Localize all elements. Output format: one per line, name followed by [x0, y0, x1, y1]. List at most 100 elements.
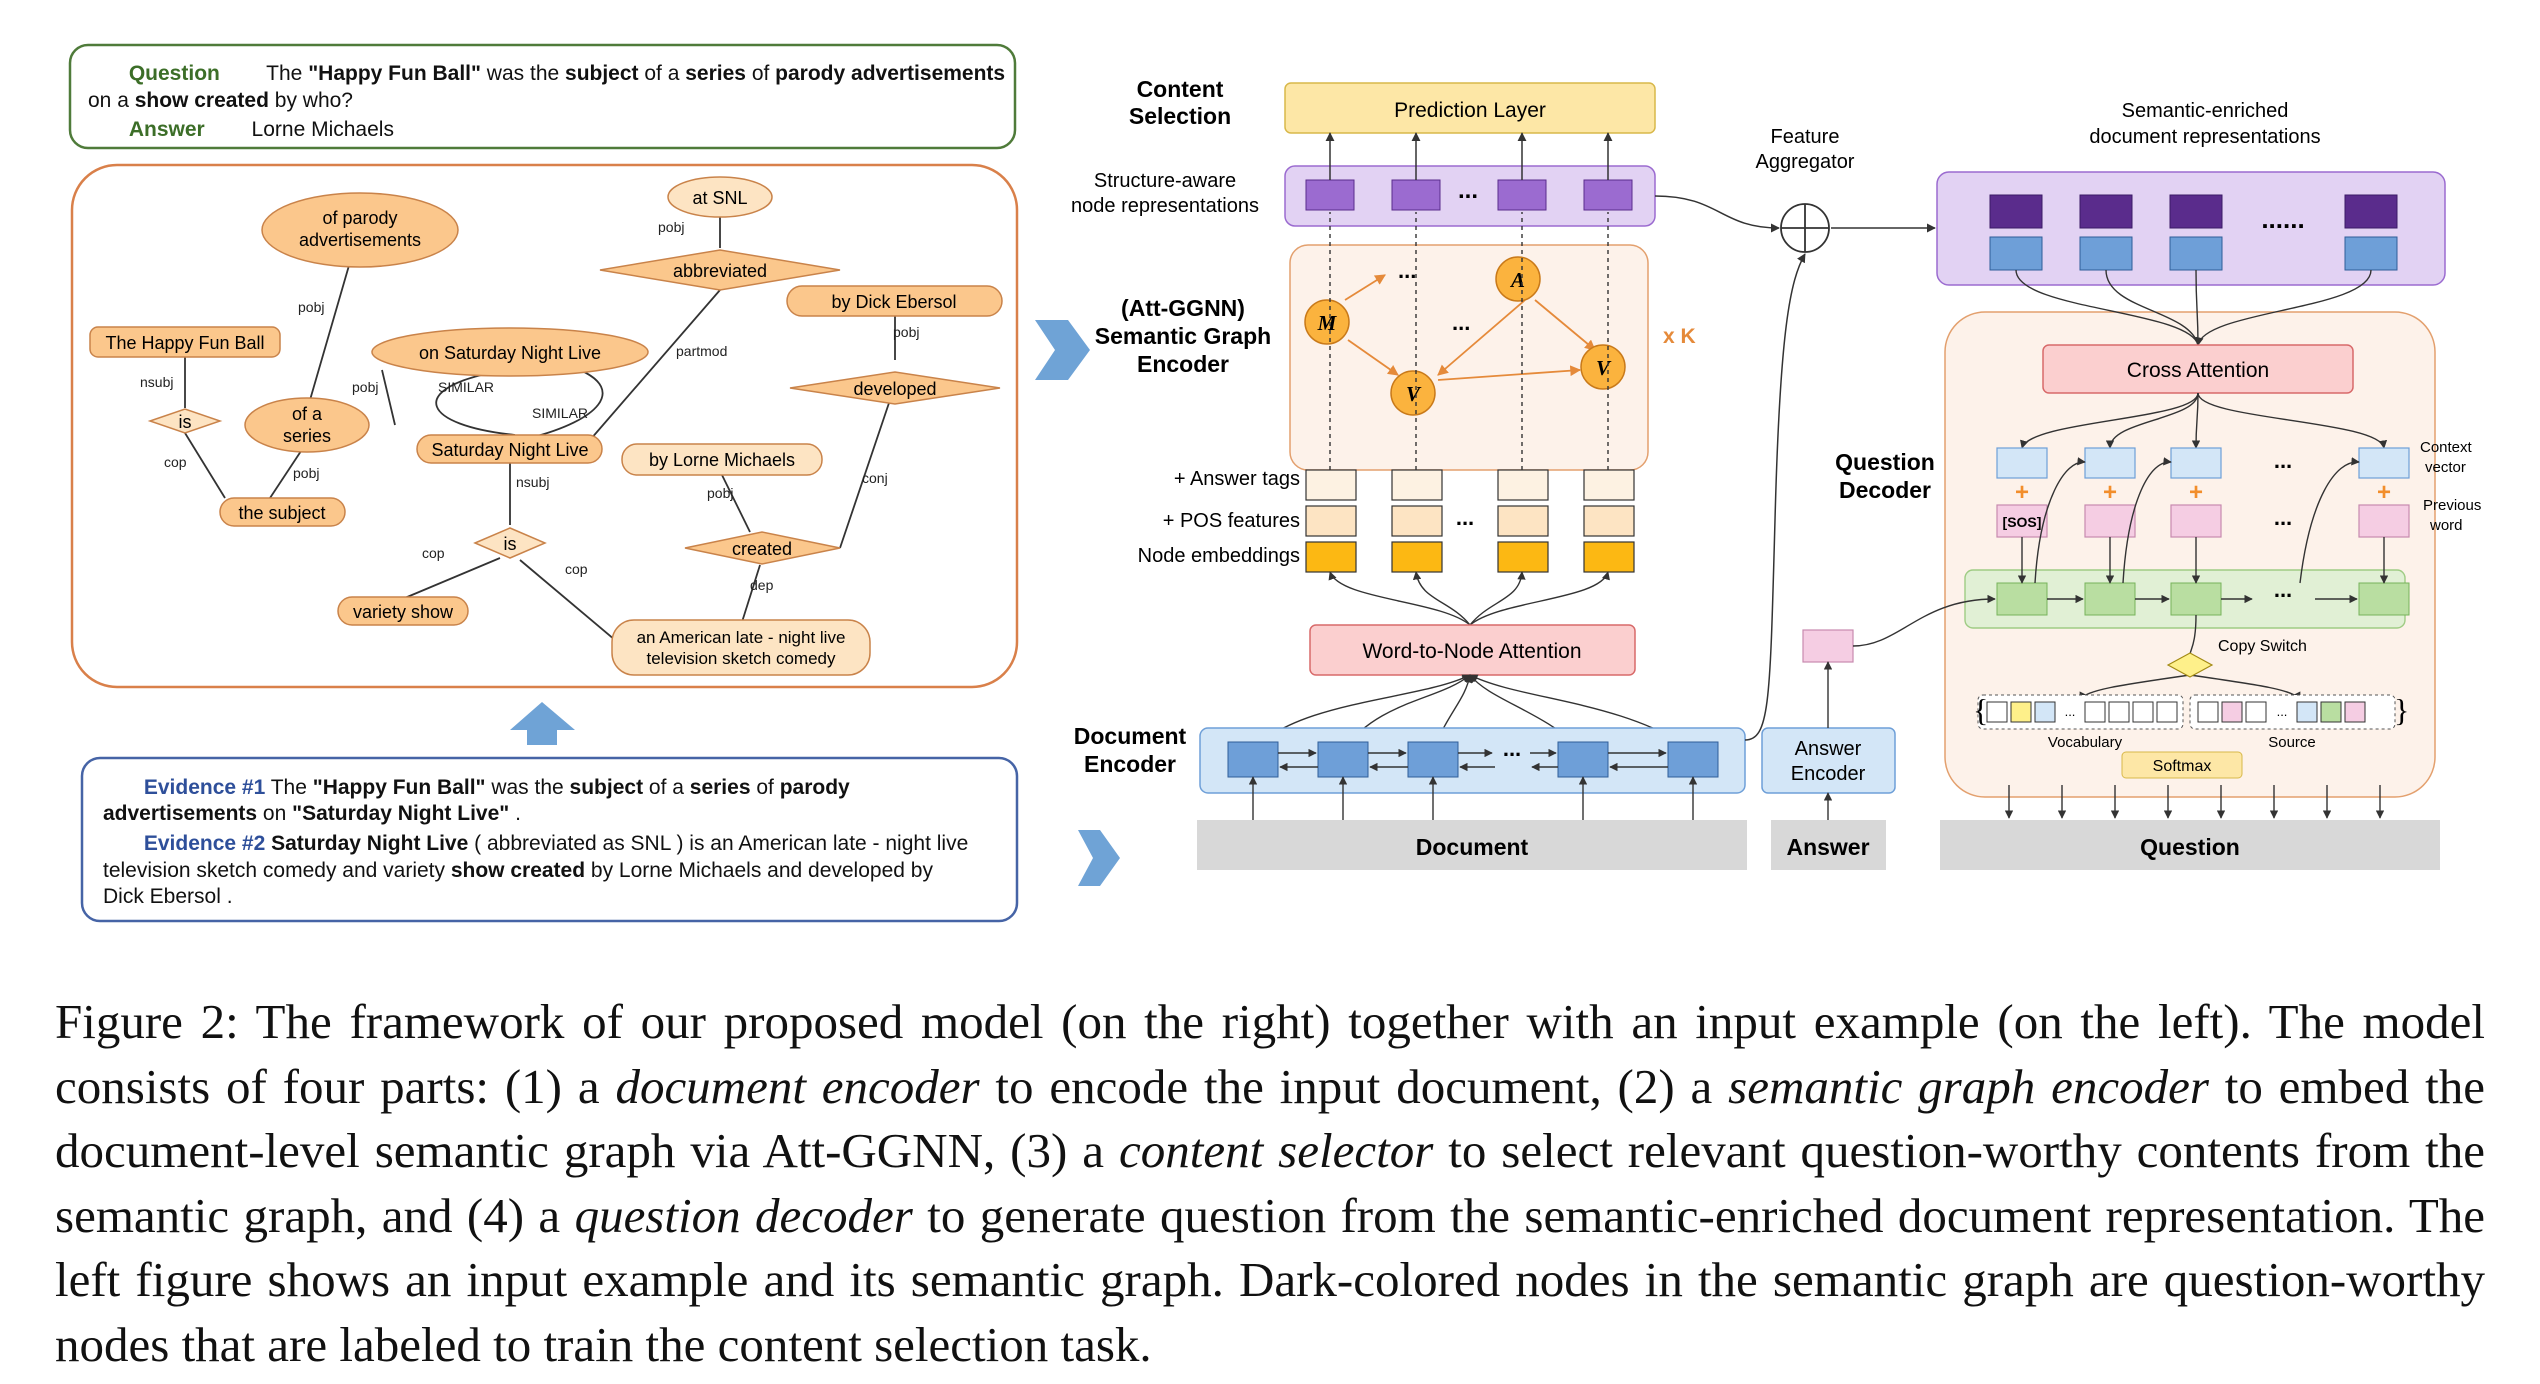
evidence-1-segment: .	[509, 802, 521, 825]
graph-edge-labels: pobj pobj pobj pobj pobj pobj nsubj nsub…	[140, 219, 919, 593]
svg-text:television sketch comedy: television sketch comedy	[647, 649, 836, 668]
evidence-1-segment: subject	[570, 776, 644, 799]
ggnn-node-m: M	[1304, 299, 1350, 345]
figure-caption: Figure 2: The framework of our proposed …	[55, 990, 2485, 1377]
svg-text:Word-to-Node Attention: Word-to-Node Attention	[1362, 640, 1581, 663]
svg-text:advertisements on "Saturday Ni: advertisements on "Saturday Night Live" …	[103, 802, 521, 825]
svg-text:on Saturday Night Live: on Saturday Night Live	[419, 343, 601, 363]
svg-text:...: ...	[1458, 177, 1478, 204]
svg-text:...: ...	[2274, 577, 2292, 602]
graph-node-developed: developed	[789, 371, 1001, 405]
source-distribution: ... Source	[2189, 694, 2396, 751]
svg-text:television sketch comedy and v: television sketch comedy and variety sho…	[103, 859, 933, 882]
svg-text:by Dick Ebersol: by Dick Ebersol	[831, 292, 956, 312]
evidence-2-segment: by Lorne Michaels and developed by	[585, 859, 933, 882]
caption-text: to embed the document-level semantic gra…	[55, 1058, 2485, 1179]
graph-node-of-parody: of parody advertisements	[261, 192, 459, 268]
svg-text:...: ...	[1452, 310, 1470, 335]
caption-emphasis: content selector	[1118, 1123, 1434, 1178]
evidence-1-segment: "Happy Fun Ball"	[313, 776, 486, 799]
svg-text:...: ...	[1503, 736, 1521, 761]
caption-emphasis: semantic graph encoder	[1728, 1058, 2209, 1114]
evidence-1-segment: The	[265, 776, 312, 799]
graph-node-at-snl: at SNL	[667, 176, 773, 218]
softmax: Softmax	[2121, 751, 2243, 779]
evidence-box: Evidence #1 The "Happy Fun Ball" was the…	[80, 756, 1019, 923]
question-segment: by who?	[269, 89, 353, 112]
evidence-2-segment: Saturday Night Live	[265, 832, 468, 855]
svg-text:cop: cop	[164, 454, 187, 470]
svg-text:Softmax: Softmax	[2153, 758, 2212, 775]
svg-text:...: ...	[1456, 505, 1474, 530]
svg-text:+: +	[2189, 479, 2203, 506]
svg-text:+ Answer tags: + Answer tags	[1174, 468, 1300, 490]
svg-text:on a show created by who?: on a show created by who?	[88, 89, 353, 112]
svg-text:pobj: pobj	[352, 379, 378, 395]
svg-text:cop: cop	[565, 561, 588, 577]
graph-node-on-saturday-night-live: on Saturday Night Live	[371, 327, 649, 377]
encoder-column: Content Selection Prediction Layer Struc…	[1071, 76, 1936, 870]
ggnn-node-a: A	[1495, 256, 1541, 302]
svg-text:V: V	[1596, 356, 1612, 380]
svg-text:by Lorne Michaels: by Lorne Michaels	[649, 450, 795, 470]
svg-text:Answer Lorne Michaels: Answer Lorne Michaels	[88, 118, 423, 141]
svg-text:Source: Source	[2268, 734, 2316, 751]
svg-text:{: {	[1973, 692, 1988, 728]
evidence-1-segment: on	[257, 802, 292, 825]
svg-text:an American late - night live: an American late - night live	[637, 628, 846, 647]
svg-text:Encoder: Encoder	[1084, 751, 1176, 777]
graph-node-created: created	[684, 531, 841, 565]
caption-emphasis: document encoder	[615, 1058, 980, 1114]
svg-text:pobj: pobj	[707, 485, 733, 501]
svg-text:variety show: variety show	[353, 602, 454, 622]
question-segment: on a	[88, 89, 135, 112]
svg-text:series: series	[283, 426, 331, 446]
evidence-1-label: Evidence #1	[144, 776, 266, 799]
right-chevron-icon	[1078, 830, 1120, 886]
copy-switch-diamond	[2166, 652, 2214, 678]
evidence-2-segment: show created	[451, 859, 585, 882]
svg-text:V: V	[1406, 382, 1422, 406]
svg-text:Evidence #1 The "Happy Fun Bal: Evidence #1 The "Happy Fun Ball" was the…	[103, 776, 879, 799]
evidence-1-segment: parody	[780, 776, 850, 799]
svg-text:...: ...	[2065, 704, 2076, 719]
decoder-column: Semantic-enriched document representatio…	[1835, 100, 2481, 870]
evidence-1-segment: was the	[486, 776, 570, 799]
evidence-2-segment: television sketch comedy and variety	[103, 859, 451, 882]
graph-edges	[184, 217, 896, 641]
svg-text:}: }	[2394, 692, 2409, 728]
svg-text:Answer: Answer	[1786, 834, 1869, 860]
svg-text:Dick Ebersol .: Dick Ebersol .	[103, 885, 233, 908]
svg-text:Answer: Answer	[1795, 738, 1862, 760]
svg-text:dep: dep	[750, 577, 774, 593]
answer-encoder: Answer Encoder	[1761, 727, 1896, 794]
svg-text:SIMILAR: SIMILAR	[532, 405, 588, 421]
prediction-layer: Prediction Layer	[1284, 82, 1656, 134]
question-segment: parody advertisements	[775, 62, 1005, 85]
svg-text:Evidence #2 Saturday Night Liv: Evidence #2 Saturday Night Live ( abbrev…	[103, 832, 997, 855]
evidence-2-segment: ( abbreviated as SNL ) is an American la…	[468, 832, 968, 855]
svg-text:Question: Question	[2140, 834, 2240, 860]
question-segment: series	[685, 62, 746, 85]
svg-text:partmod: partmod	[676, 343, 727, 359]
svg-text:SIMILAR: SIMILAR	[438, 379, 494, 395]
svg-text:x K: x K	[1663, 325, 1696, 348]
svg-text:pobj: pobj	[658, 219, 684, 235]
decoder-hidden-band: ...	[1964, 569, 2410, 629]
graph-node-the-subject: the subject	[219, 497, 346, 527]
question-segment: was the	[481, 62, 565, 85]
graph-node-is-2: is	[473, 527, 547, 559]
answer-vector	[1802, 629, 1854, 663]
graph-node-is-1: is	[147, 408, 223, 434]
question-label: Question	[129, 62, 220, 85]
svg-text:Content: Content	[1137, 76, 1224, 102]
graph-node-of-a-series: of a series	[244, 397, 370, 453]
question-segment: of a	[639, 62, 686, 85]
graph-node-happy-fun-ball: The Happy Fun Ball	[89, 326, 281, 358]
svg-text:Document: Document	[1074, 723, 1187, 749]
answer-text: Lorne Michaels	[252, 118, 394, 141]
svg-text:vector: vector	[2425, 459, 2466, 476]
svg-text:node representations: node representations	[1071, 195, 1259, 217]
svg-text:nsubj: nsubj	[516, 474, 549, 490]
svg-text:M: M	[1317, 311, 1338, 335]
